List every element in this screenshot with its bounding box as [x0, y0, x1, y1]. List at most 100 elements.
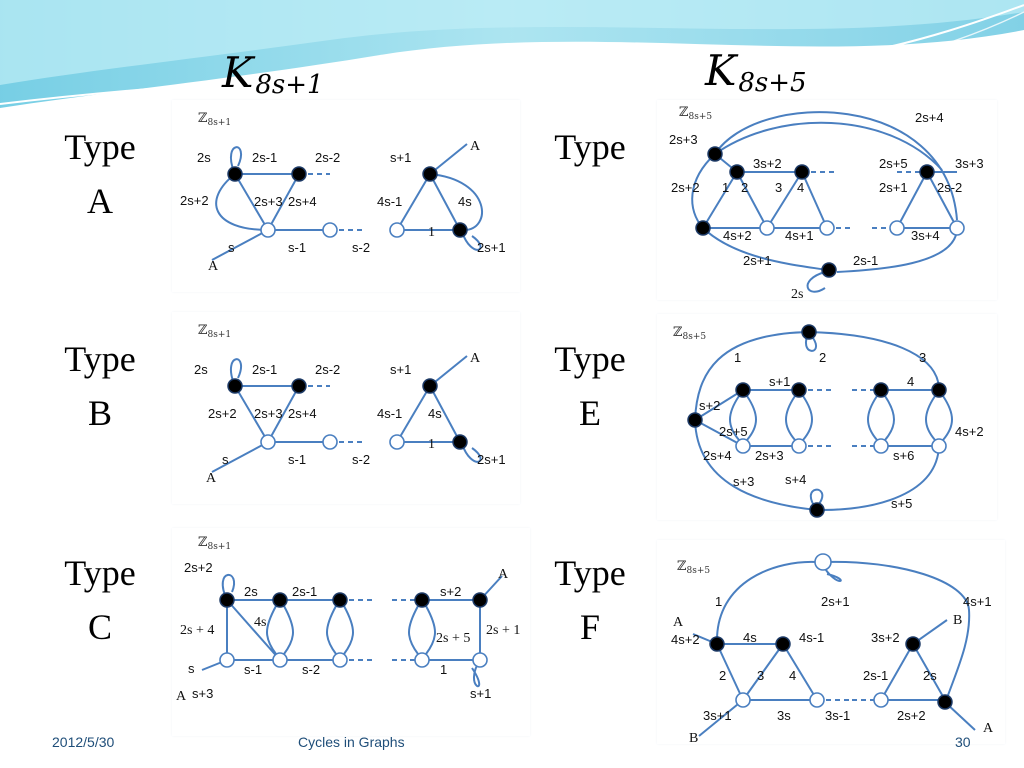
- edge-label: A: [176, 689, 187, 704]
- edge: [429, 173, 483, 231]
- graph-type-a: ℤ8s+1 2s 2s-1 2s-2 2s+2 2s+3 2s+4 s A s-…: [180, 111, 506, 274]
- edge-label: s-1: [288, 240, 306, 255]
- vertex-filled: [791, 382, 807, 398]
- edge-label: 2s + 5: [436, 631, 470, 646]
- edge: [471, 659, 481, 688]
- vertex-filled: [905, 636, 921, 652]
- edge-label: 3: [919, 350, 926, 365]
- edge: [211, 229, 269, 261]
- edge: [782, 643, 818, 701]
- edge-label: s: [188, 661, 195, 676]
- edge-labels: 2s 2s-1 2s-2 2s+2 2s+3 2s+4 s A s-1 s-2 …: [194, 351, 506, 486]
- panel-type-b: ℤ8s+1 2s 2s-1 2s-2 2s+2 2s+3 2s+4 s A s-…: [172, 312, 520, 504]
- graph-type-e: ℤ8s+5 1 2 3 s+1 4 s+2 2s+5 4s+2 2s+4: [673, 324, 984, 518]
- group-label: ℤ8s+1: [198, 535, 231, 552]
- edge-label: A: [206, 471, 217, 486]
- vertex-open: [873, 692, 889, 708]
- edge-label: s+1: [390, 362, 411, 377]
- edge: [694, 389, 744, 421]
- edge-label: 4s: [254, 615, 266, 630]
- edge-label: 2s+4: [288, 406, 317, 421]
- vertex-open: [873, 438, 889, 454]
- edge-label: 2s: [244, 584, 258, 599]
- edge: [229, 146, 243, 173]
- vertex-filled: [709, 636, 725, 652]
- edge-label: B: [689, 731, 698, 744]
- vertex-open: [819, 220, 835, 236]
- edge-label: 2s-1: [292, 584, 317, 599]
- vertex-filled: [291, 166, 307, 182]
- vertex-filled: [695, 220, 711, 236]
- edge: [343, 605, 354, 655]
- edge-label: s+4: [785, 472, 806, 487]
- vertex-open: [791, 438, 807, 454]
- edge-label: s+5: [891, 496, 912, 511]
- edge-labels: 2s 2s-1 2s-2 2s+2 2s+3 2s+4 s A s-1 s-2 …: [180, 139, 506, 274]
- type-letter: B: [87, 393, 112, 433]
- edge-label: 2s+1: [477, 240, 506, 255]
- edge: [694, 419, 818, 511]
- edge-label: 2s+5: [879, 156, 908, 171]
- edge: [408, 605, 419, 655]
- edge-label: A: [983, 721, 994, 736]
- type-word: Type: [64, 339, 136, 379]
- edge: [234, 385, 269, 443]
- edge-label: s+3: [192, 686, 213, 701]
- edge: [729, 395, 740, 441]
- graph-type-d: ℤ8s+5 2s+4 2s+3 3s+2 2s+5 3s+3 2s+2 1 2 …: [669, 105, 984, 300]
- edge: [396, 385, 431, 443]
- edge-label: 2s+2: [897, 708, 926, 723]
- group-label: ℤ8s+5: [679, 105, 712, 122]
- edge-label: 4s+1: [963, 594, 992, 609]
- vertex-filled: [931, 382, 947, 398]
- edge-label: 2s+2: [208, 406, 237, 421]
- edge-label: 2s+3: [669, 132, 698, 147]
- type-a-label: Type A: [55, 120, 145, 228]
- type-letter: C: [87, 607, 112, 647]
- group-label: ℤ8s+1: [198, 111, 231, 128]
- edge-label: 2s-1: [252, 150, 277, 165]
- type-word: Type: [554, 339, 626, 379]
- edge-label: 2s: [791, 287, 803, 300]
- edge-label: B: [953, 613, 962, 628]
- vertex-open: [332, 652, 348, 668]
- edge-label: 3s-1: [825, 708, 850, 723]
- edge: [326, 605, 337, 655]
- edge: [736, 171, 768, 229]
- edge: [229, 358, 243, 385]
- vertex-filled: [227, 166, 243, 182]
- edges: [201, 574, 503, 688]
- vertices: [695, 146, 965, 278]
- edge-label: s+2: [699, 398, 720, 413]
- edge: [714, 121, 943, 171]
- edge-label: 2s+5: [719, 424, 748, 439]
- edge: [946, 703, 976, 731]
- edge-label: 2: [719, 668, 726, 683]
- vertex-open: [735, 692, 751, 708]
- edge-label: 4: [907, 374, 914, 389]
- type-word: Type: [554, 553, 626, 593]
- edge: [742, 643, 784, 701]
- edge-label: A: [673, 615, 684, 630]
- vertex-open: [759, 220, 775, 236]
- footer-page-number: 30: [955, 734, 971, 750]
- edge-label: 2s-2: [315, 150, 340, 165]
- heading-base: K: [222, 48, 254, 97]
- edges: [691, 111, 958, 293]
- type-letter: F: [579, 607, 601, 647]
- edge-label: 4s: [743, 630, 757, 645]
- edge: [429, 143, 468, 175]
- edge: [221, 574, 235, 601]
- edge-label: s+3: [733, 474, 754, 489]
- edge: [926, 171, 958, 229]
- type-letter: E: [579, 393, 601, 433]
- edge: [461, 231, 482, 251]
- edges: [211, 143, 483, 261]
- edge-label: A: [470, 139, 481, 154]
- edge: [715, 560, 818, 645]
- edge: [226, 599, 281, 661]
- footer-date: 2012/5/30: [52, 734, 115, 750]
- edge-label: 3s+4: [911, 228, 940, 243]
- edge: [746, 395, 757, 441]
- edge: [429, 355, 468, 387]
